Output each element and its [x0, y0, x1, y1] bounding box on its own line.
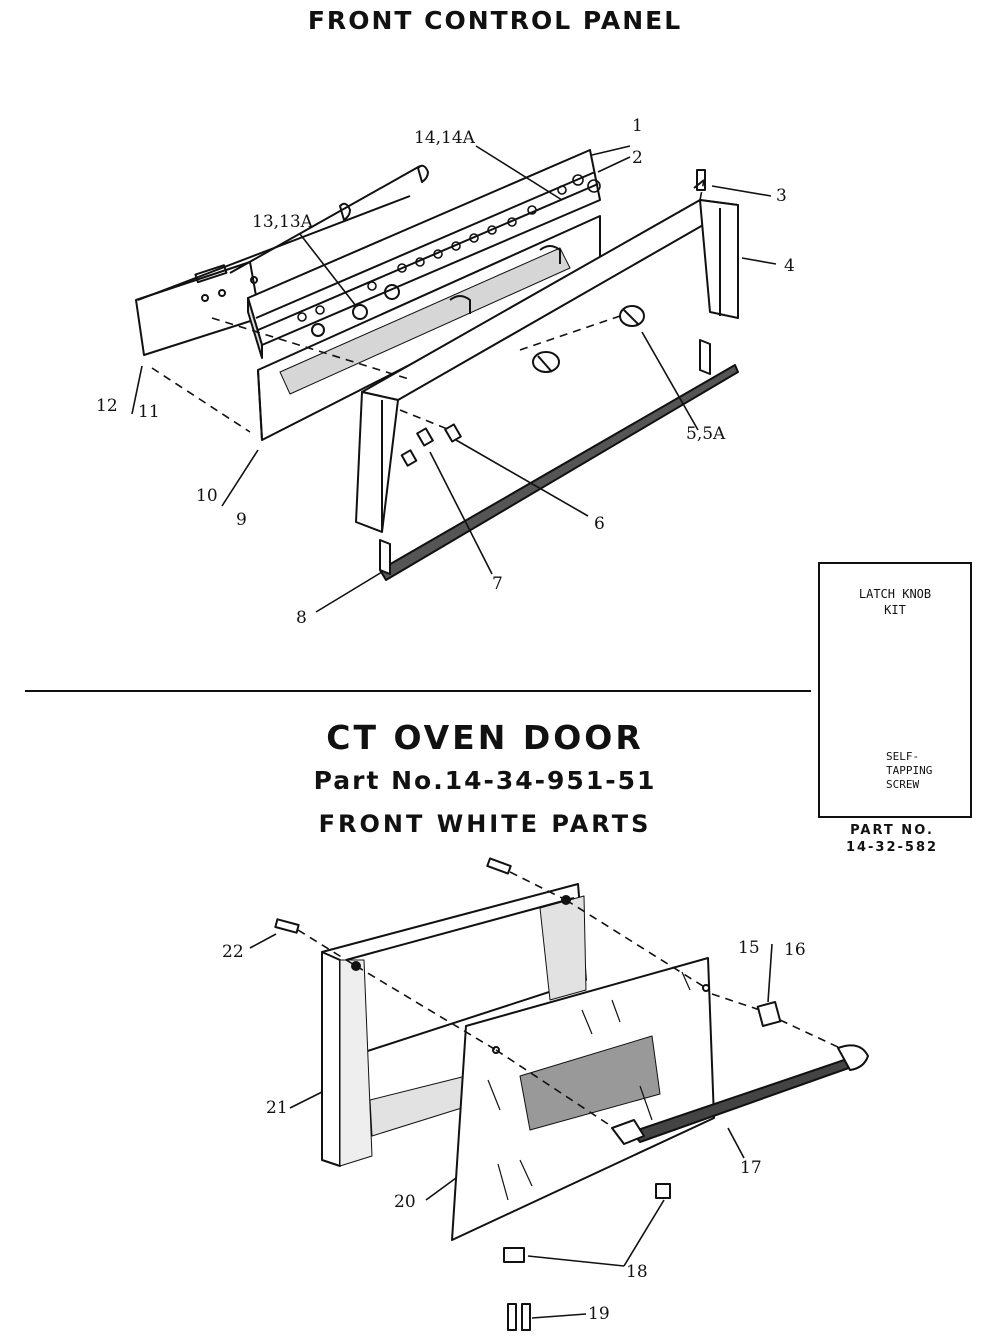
callout-6: 6: [594, 514, 605, 534]
door-clips: [503, 1001, 782, 1263]
section-divider: [25, 690, 811, 692]
callout-2: 2: [632, 148, 643, 168]
callout-14-14a: 14,14A: [414, 128, 475, 148]
front-handle-bar: [379, 339, 739, 581]
callout-21: 21: [266, 1098, 288, 1118]
callout-7: 7: [492, 574, 503, 594]
callout-8: 8: [296, 608, 307, 628]
callout-9: 9: [236, 510, 247, 530]
latch-knob-kit-box: LATCH KNOB KIT SELF- TAPPING SCREW: [818, 562, 972, 818]
door-handle: [611, 1044, 869, 1145]
callout-17: 17: [740, 1158, 762, 1178]
kit-part-number: PART NO. 14-32-582: [812, 822, 972, 856]
door-screws-22: [274, 857, 512, 934]
kit-title-line1: LATCH KNOB: [858, 587, 932, 601]
callout-15: 15: [738, 938, 760, 958]
door-outer-frame: [321, 883, 587, 1167]
callout-20: 20: [394, 1192, 416, 1212]
kit-part-label: PART NO.: [850, 823, 934, 838]
self-tapping-screw-label: SELF- TAPPING SCREW: [886, 750, 932, 792]
kit-part-value: 14-32-582: [845, 840, 939, 855]
callout-10: 10: [196, 486, 218, 506]
callout-16: 16: [784, 940, 806, 960]
oven-door-title: CT OVEN DOOR: [326, 718, 644, 757]
callout-3: 3: [776, 186, 787, 206]
callout-4: 4: [784, 256, 795, 276]
callout-22: 22: [222, 942, 244, 962]
callout-12: 12: [96, 396, 118, 416]
kit-title-line2: KIT: [884, 603, 906, 617]
front-white-parts-title: FRONT WHITE PARTS: [318, 810, 652, 838]
latch-knob-kit-title: LATCH KNOB KIT: [820, 586, 970, 618]
kit-screw-line1: SELF-: [886, 750, 920, 763]
small-clips: [400, 423, 462, 467]
part-number-title: Part No.14-34-951-51: [313, 766, 657, 795]
screw-3: [696, 169, 706, 191]
callout-13-13a: 13,13A: [252, 212, 313, 232]
callout-11: 11: [138, 402, 160, 422]
callout-5-5a: 5,5A: [686, 424, 726, 444]
control-panel-inner-face: [257, 215, 601, 441]
control-panel-rail: [247, 149, 601, 359]
callout-18: 18: [626, 1262, 648, 1282]
callout-1: 1: [632, 116, 643, 136]
door-glass-panel: [451, 957, 715, 1241]
control-panel-frame: [355, 199, 739, 533]
kit-screw-line2: TAPPING: [886, 764, 933, 777]
kit-screw-line3: SCREW: [886, 778, 920, 791]
front-control-panel-title: FRONT CONTROL PANEL: [307, 6, 683, 35]
door-screws-19: [507, 1303, 531, 1331]
control-knobs: [532, 305, 645, 373]
callout-19: 19: [588, 1304, 610, 1324]
